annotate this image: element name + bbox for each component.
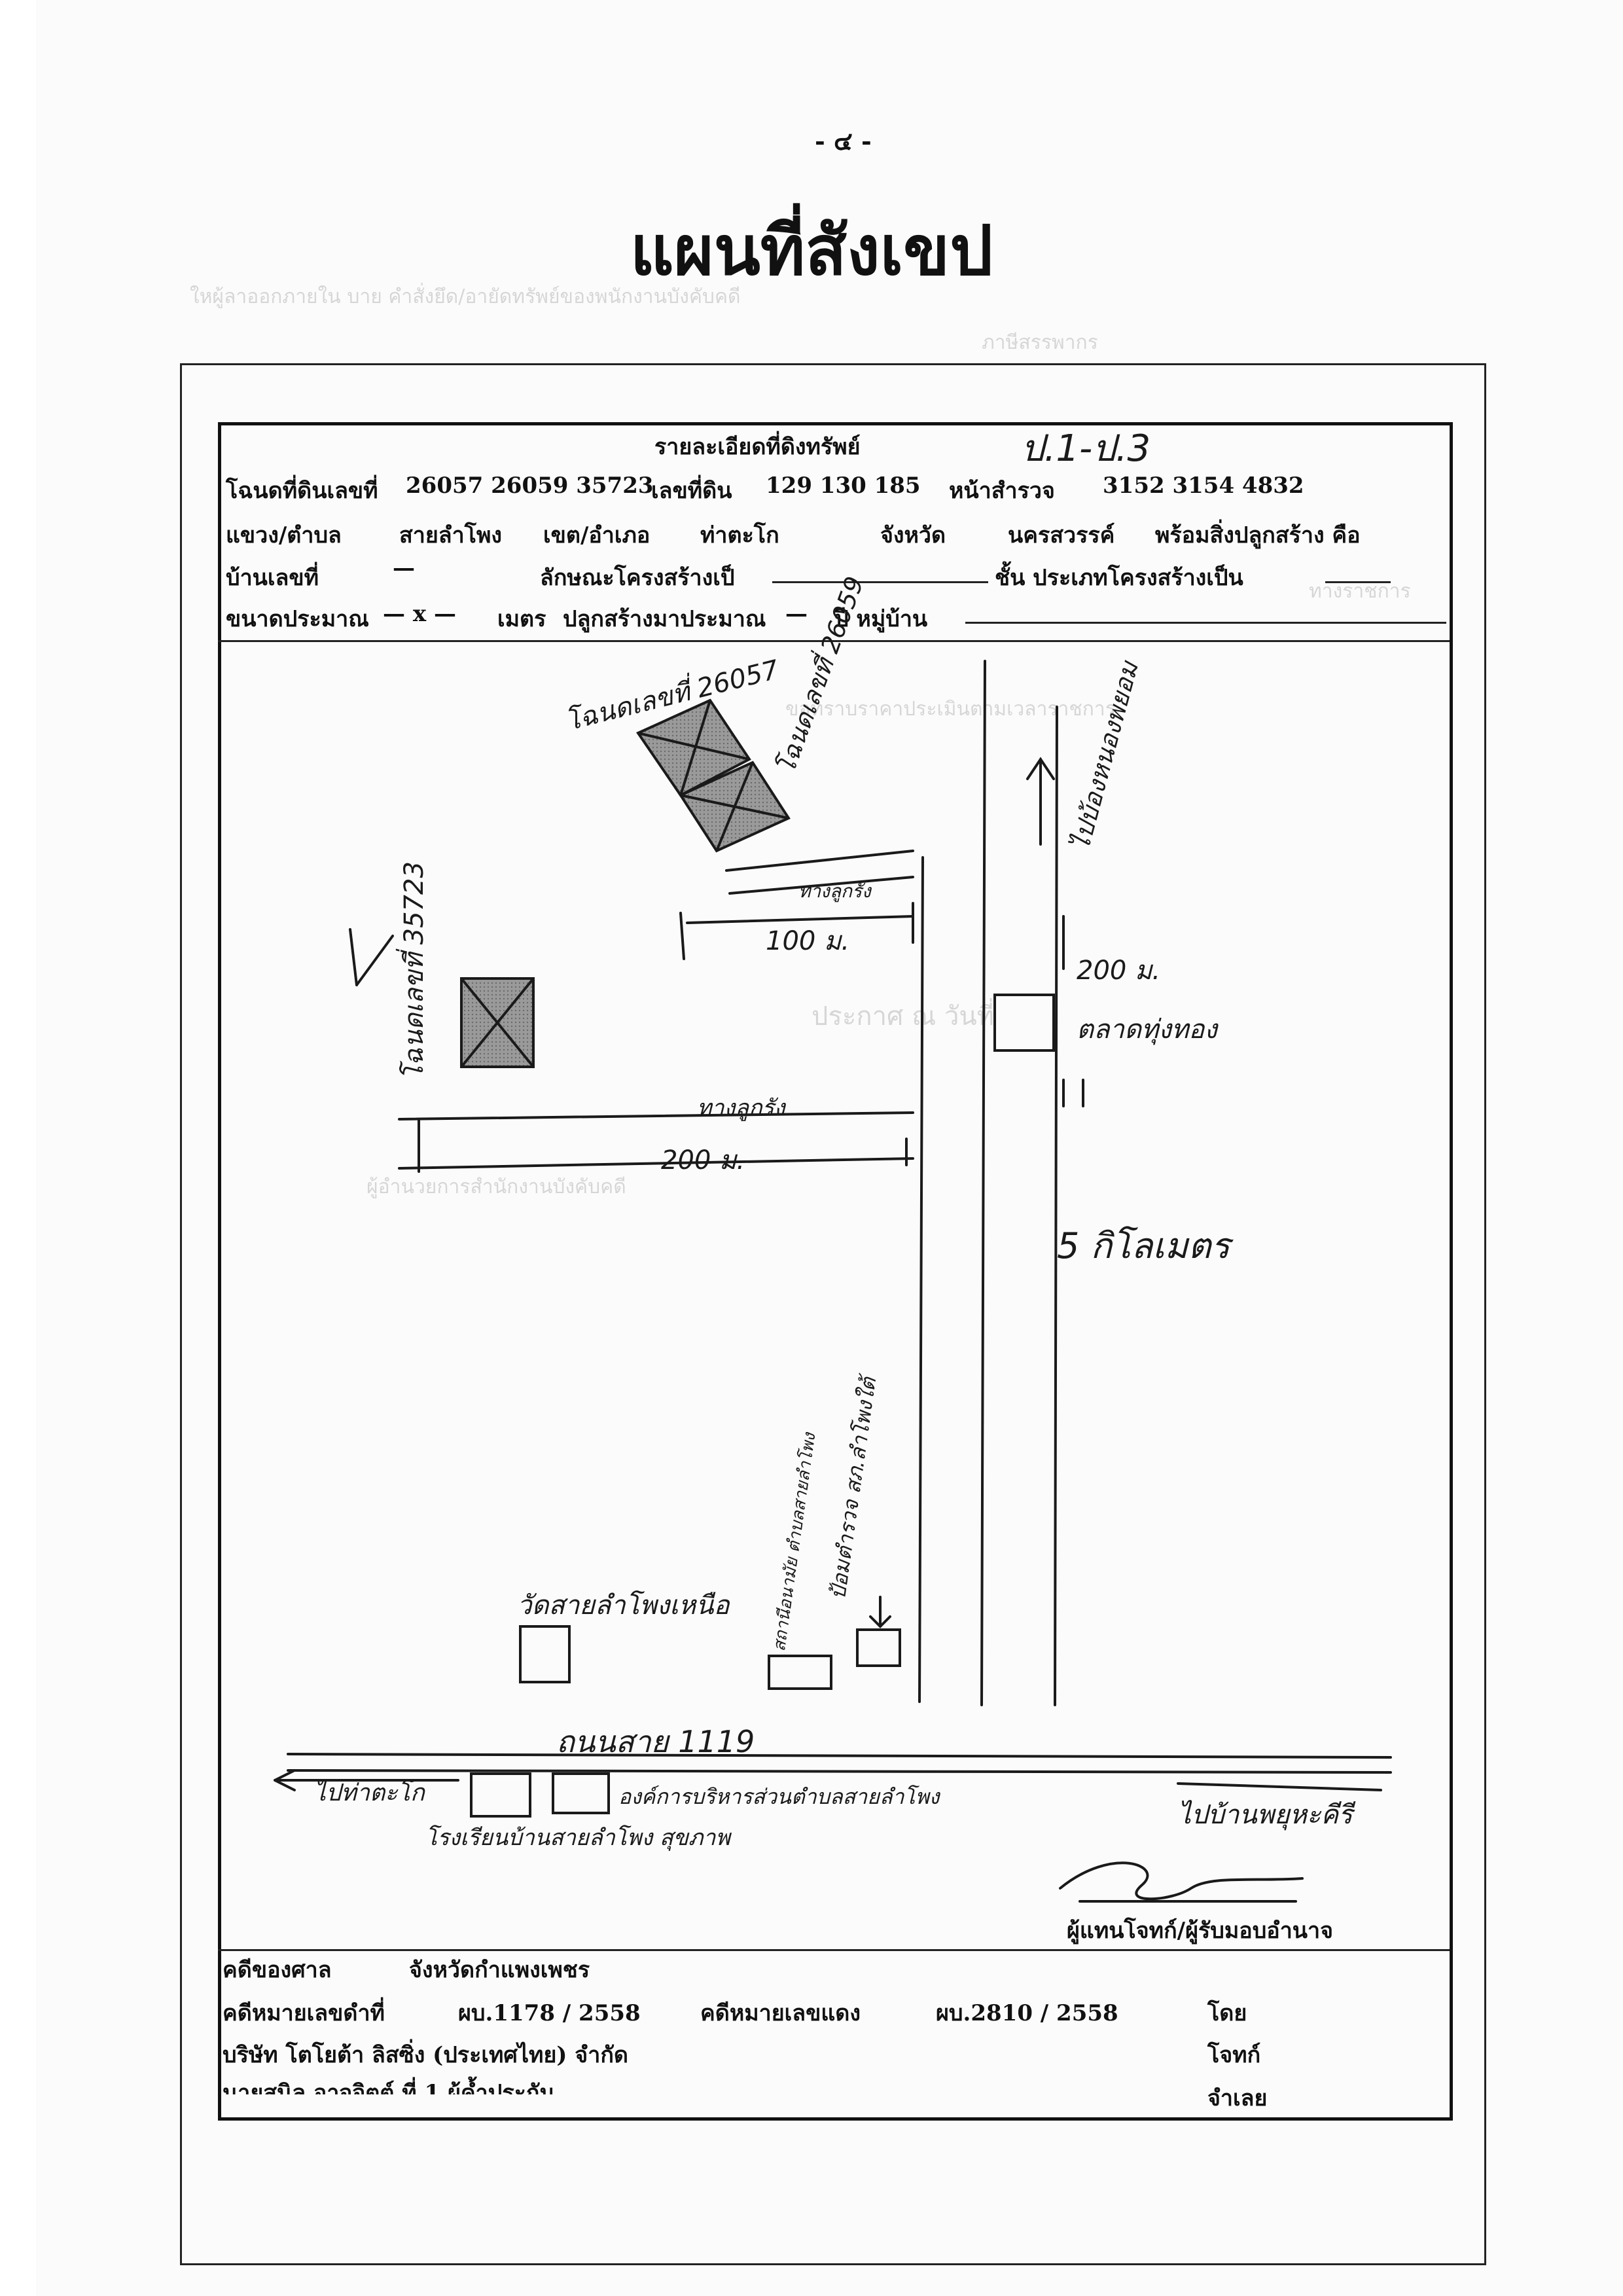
black-case-label: คดีหมายเลขดำที่: [223, 2000, 385, 2026]
deed-label: โฉนดที่ดินเลขที่: [226, 478, 378, 504]
footer-divider: [218, 1949, 1450, 1951]
parcel-c-label: โฉนดเลขที่ 35723: [399, 861, 429, 1080]
soi-upper-1: [725, 850, 914, 872]
with-building-label: พร้อมสิ่งปลูกสร้าง คือ: [1155, 522, 1361, 548]
land-number-label: เลขที่ดิน: [651, 478, 732, 504]
by-label: โดย: [1207, 2000, 1247, 2026]
market-building: [993, 994, 1055, 1052]
black-case-value: ผบ.1178 / 2558: [458, 2000, 641, 2026]
to-west-label: ไปท่าตะโก: [314, 1780, 425, 1806]
size-label: ขนาดประมาณ: [226, 606, 369, 632]
main-distance-label: 5 กิโลเมตร: [1057, 1225, 1230, 1266]
header-divider: [218, 640, 1450, 642]
temple-label: วัดสายลำโพงเหนือ: [517, 1590, 730, 1621]
page-number: - ๔ -: [815, 126, 872, 156]
village-label: ปี หมู่บ้าน: [834, 606, 928, 632]
soi-lower-2: [398, 1157, 914, 1170]
subdistrict-label: แขวง/ตำบล: [226, 522, 342, 548]
plaintiff-label: โจทก์: [1207, 2042, 1261, 2068]
shop-building: [768, 1655, 832, 1690]
road-name-label: ถนนสาย 1119: [556, 1724, 755, 1759]
floors-field-line: [1325, 581, 1391, 583]
built-label: ปลูกสร้างมาประมาณ: [563, 606, 766, 632]
temple-building: [519, 1625, 571, 1683]
subdistrict-value: สายลำโพง: [399, 522, 502, 548]
distance-label-200-left: 200 ม.: [661, 1145, 745, 1175]
plaintiff-name: บริษัท โตโยต้า ลิสซิ่ง (ประเทศไทย) จำกัด: [223, 2042, 628, 2068]
house-number-value: —: [393, 555, 415, 581]
court-value: จังหวัดกำแพงเพชร: [409, 1957, 590, 1983]
school-label: โรงเรียนบ้านสายลำโพง สุขภาพ: [425, 1825, 730, 1851]
paper-sheet: [36, 0, 1623, 2296]
house-number-label: บ้านเลขที่: [226, 565, 319, 591]
signature-mark: [1059, 1861, 1304, 1903]
red-case-value: ผบ.2810 / 2558: [936, 2000, 1118, 2026]
size-value: — x —: [383, 601, 456, 627]
side-road-right-edge: [918, 856, 924, 1703]
soi-upper-3: [686, 915, 914, 924]
court-label: คดีของศาล: [223, 1957, 332, 1983]
district-label: เขต/อำเภอ: [543, 522, 651, 548]
bleed-through-line: ผู้อำนวยการสำนักงานบังคับคดี: [366, 1175, 626, 1198]
survey-label: หน้าสำรวจ: [949, 478, 1055, 504]
outer-frame: [180, 363, 1486, 2265]
size-unit: เมตร: [497, 606, 546, 632]
district-value: ท่าตะโก: [700, 522, 779, 548]
village-field-line: [965, 622, 1446, 624]
survey-numbers: 3152 3154 4832: [1103, 473, 1304, 499]
distance-label-200-right: 200 ม.: [1077, 956, 1161, 986]
bleed-through-line: ประกาศ ณ วันที่: [812, 1001, 995, 1031]
to-east-label: ไปบ้านพยุหะคีรี: [1178, 1800, 1353, 1830]
defendant-label: จำเลย: [1207, 2085, 1268, 2111]
main-road-left-edge: [980, 660, 986, 1706]
red-case-label: คดีหมายเลขแดง: [700, 2000, 861, 2026]
section-title: รายละเอียดที่ดิงทรัพย์: [654, 434, 861, 460]
signer-title: ผู้แทนโจทก์/ผู้รับมอบอำนาจ: [1067, 1918, 1334, 1944]
province-label: จังหวัด: [880, 522, 946, 548]
highway-edge-bottom: [287, 1769, 1392, 1774]
market-label: ตลาดทุ่งทอง: [1077, 1014, 1217, 1045]
province-value: นครสวรรค์: [1008, 522, 1115, 548]
land-road-label: ทางลูกรัง: [697, 1095, 785, 1121]
highway-edge-top: [287, 1753, 1392, 1759]
soi-lower-1: [398, 1111, 914, 1121]
page-title: แผนที่สังเขป: [630, 211, 993, 291]
land-numbers: 129 130 185: [766, 473, 921, 499]
inner-frame: [218, 422, 1453, 2121]
main-road-right-edge: [1054, 706, 1058, 1706]
admin-building-2: [552, 1772, 610, 1814]
built-value: —: [785, 601, 808, 627]
structure-label: ลักษณะโครงสร้างเป็: [540, 565, 735, 591]
police-building: [856, 1628, 901, 1667]
bleed-through-line: ขอทราบราคาประเมินตามเวลาราชการ: [785, 698, 1116, 721]
distance-label-100: 100 ม.: [766, 926, 850, 956]
handwritten-reference: ป.1-ป.3: [1021, 427, 1151, 470]
structure-field-line: [772, 581, 988, 583]
bleed-through-line: ใหผู้ลาออกภายใน บาย คำสั่งยึด/อายัดทรัพย…: [190, 285, 741, 308]
floors-label: ชั้น ประเภทโครงสร้างเป็น: [995, 565, 1243, 591]
deed-numbers: 26057 26059 35723: [406, 473, 654, 499]
bleed-through-line: ทางราชการ: [1309, 580, 1411, 603]
defendant-partial: นายสุนิล อาจจิตต์ ที่ 1 ผู้ค้ำประกัน: [223, 2080, 555, 2094]
admin-office-label: องค์การบริหารส่วนตำบลสายลำโพง: [618, 1784, 940, 1809]
admin-building-1: [470, 1772, 531, 1818]
road-marker-label: ทางลูกรัง: [798, 880, 871, 902]
soi-upper-2: [728, 876, 914, 895]
bleed-through-line: ภาษีสรรพากร: [982, 331, 1098, 354]
